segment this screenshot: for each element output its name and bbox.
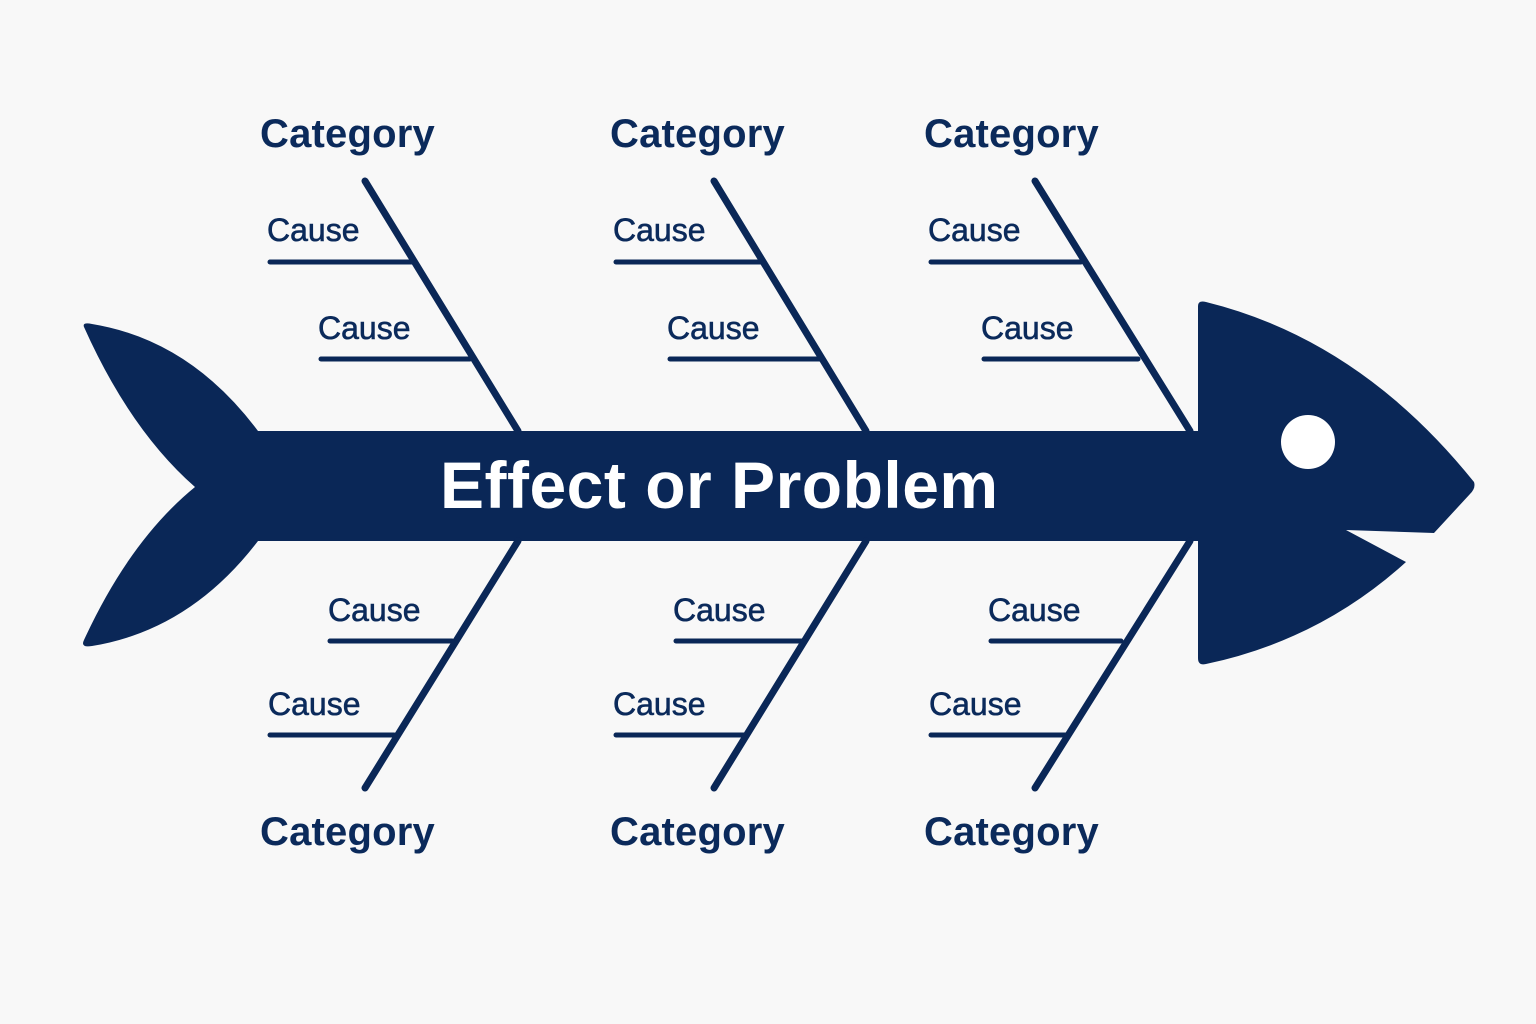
cause-label: Cause [613,686,706,722]
cause-label: Cause [667,310,760,346]
cause-label: Cause [929,686,1022,722]
category-label-bottom-3: Category [924,810,1099,854]
category-label-top-2: Category [610,112,785,156]
fish-tail [83,323,258,647]
bone-bottom-1 [361,537,522,792]
category-label-top-1: Category [260,112,435,156]
cause-label: Cause [328,592,421,628]
bone-top-2 [710,177,870,435]
cause-label: Cause [268,686,361,722]
cause-label: Cause [928,212,1021,248]
fish-head [1198,301,1475,665]
category-label-bottom-2: Category [610,810,785,854]
category-label-bottom-1: Category [260,810,435,854]
cause-label: Cause [318,310,411,346]
cause-label: Cause [988,592,1081,628]
category-label-top-3: Category [924,112,1099,156]
effect-label: Effect or Problem [440,448,999,522]
cause-label: Cause [981,310,1074,346]
bone-bottom-3 [1031,537,1194,792]
fish-spine [250,431,1210,541]
bone-top-1 [361,177,522,435]
cause-label: Cause [613,212,706,248]
bone-bottom-2 [710,537,870,792]
cause-label: Cause [267,212,360,248]
fish-eye [1281,415,1335,469]
bone-top-3 [1031,177,1194,435]
cause-label: Cause [673,592,766,628]
